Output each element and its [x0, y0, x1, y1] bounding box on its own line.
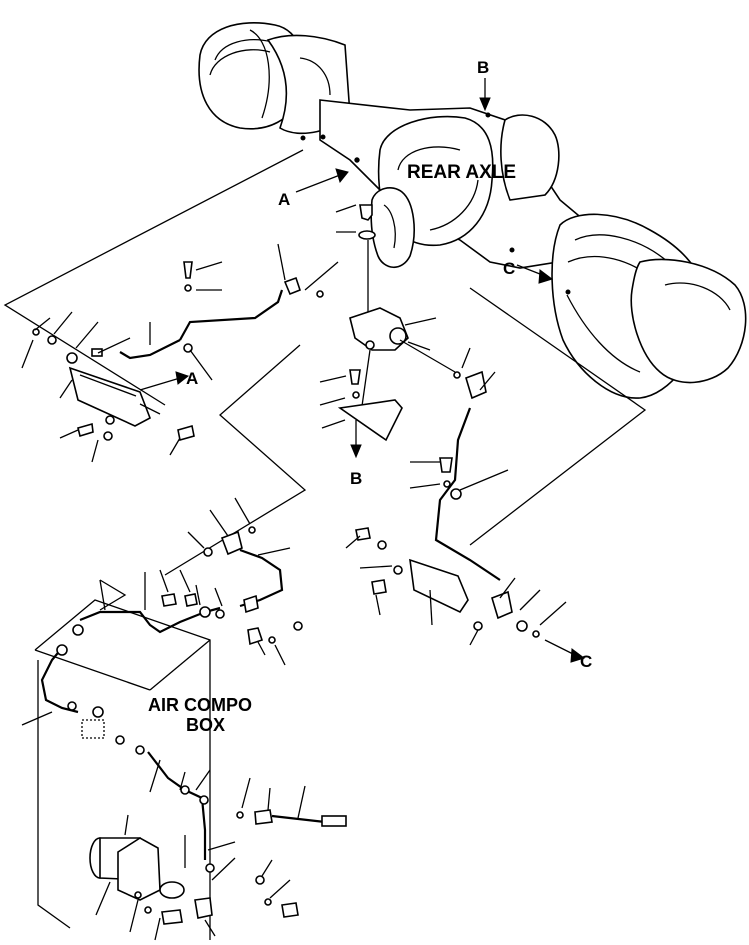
box-label: BOX — [186, 715, 225, 735]
air-compo-box — [21, 599, 347, 941]
rear-axle-label: REAR AXLE — [407, 162, 516, 183]
ref-b-top-label: B — [477, 58, 489, 77]
middle-hose-group — [79, 497, 303, 666]
ref-a-top-label: A — [278, 190, 290, 209]
rear-axle-assembly — [198, 22, 747, 399]
right-bracket-group — [345, 407, 586, 663]
ref-c-top-label: C — [503, 259, 515, 278]
left-bracket-group — [21, 243, 339, 463]
ref-b-bottom-label: B — [350, 469, 362, 488]
reference-outlines — [3, 149, 647, 929]
air-compo-label: AIR COMPO — [148, 695, 252, 715]
ref-c-bottom-label: C — [580, 652, 592, 671]
center-valve-group — [319, 204, 496, 459]
ref-a-bracket-label: A — [186, 369, 198, 388]
